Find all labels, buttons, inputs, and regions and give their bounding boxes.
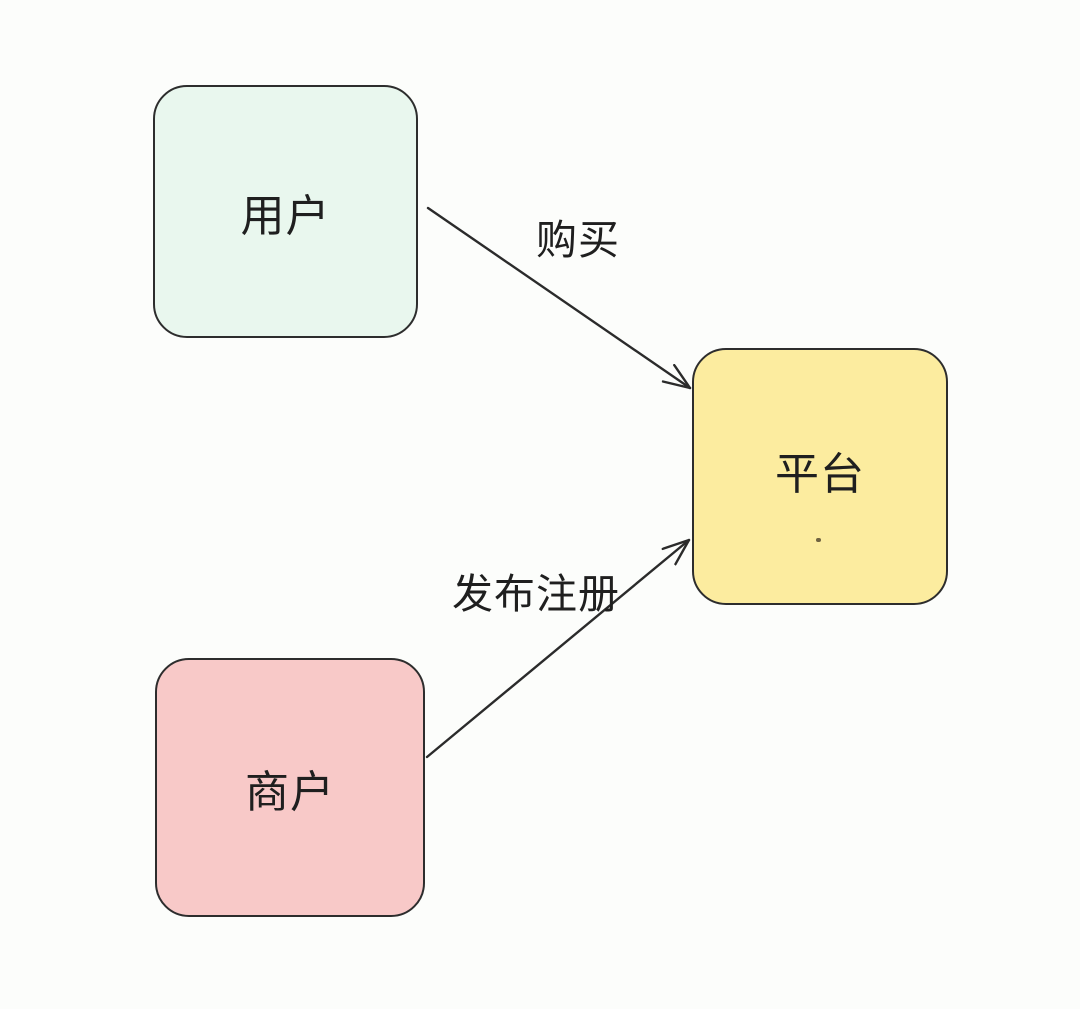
node-user-label: 用户 — [240, 191, 331, 241]
node-platform-label: 平台 — [775, 449, 865, 499]
node-platform: 平台 — [692, 348, 948, 605]
node-user: 用户 — [153, 85, 418, 338]
edge-user-platform — [426, 206, 692, 390]
node-merchant: 商户 — [155, 658, 425, 917]
small-dot-artifact — [816, 538, 821, 542]
node-merchant-label: 商户 — [245, 767, 335, 817]
edge-label-register: 发布注册 — [452, 571, 620, 617]
edge-label-purchase: 购买 — [536, 217, 620, 263]
edge-merchant-platform — [425, 538, 691, 759]
